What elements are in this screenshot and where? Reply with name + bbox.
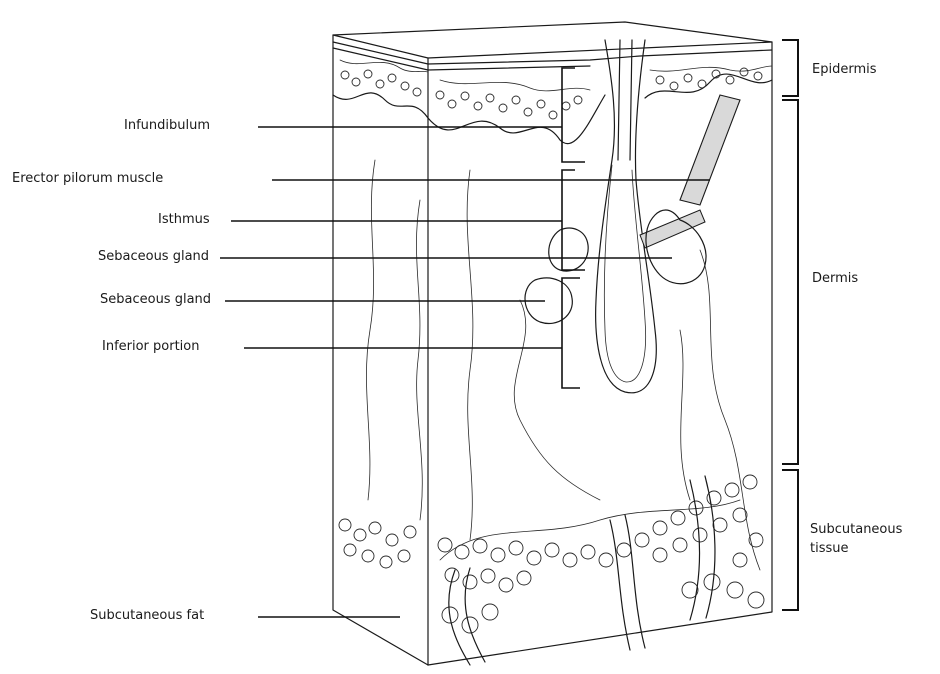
skin-block-outline (333, 22, 772, 665)
label-erector-pilorum-muscle: Erector pilorum muscle (12, 171, 163, 187)
label-inferior-portion: Inferior portion (102, 339, 200, 355)
label-sebaceous-gland-upper: Sebaceous gland (98, 249, 209, 265)
label-isthmus: Isthmus (158, 212, 210, 228)
bracket-epidermis (782, 40, 798, 96)
hair-follicle (596, 40, 657, 393)
layer-brackets (782, 40, 798, 610)
label-leader-lines (220, 127, 710, 617)
label-infundibulum: Infundibulum (124, 118, 210, 134)
bracket-dermis (782, 100, 798, 464)
subcutaneous-vessels (449, 476, 715, 665)
label-subcutaneous-tissue-line1: Subcutaneous (810, 522, 902, 538)
label-subcutaneous-fat: Subcutaneous fat (90, 608, 204, 624)
label-epidermis: Epidermis (812, 62, 877, 78)
label-subcutaneous-tissue-line2: tissue (810, 541, 849, 557)
bracket-subcutaneous (782, 470, 798, 610)
epidermis-layer (333, 42, 772, 144)
label-sebaceous-gland-lower: Sebaceous gland (100, 292, 211, 308)
subcutaneous-fat-cells (339, 475, 764, 633)
label-dermis: Dermis (812, 271, 858, 287)
epidermis-cells (341, 68, 762, 119)
